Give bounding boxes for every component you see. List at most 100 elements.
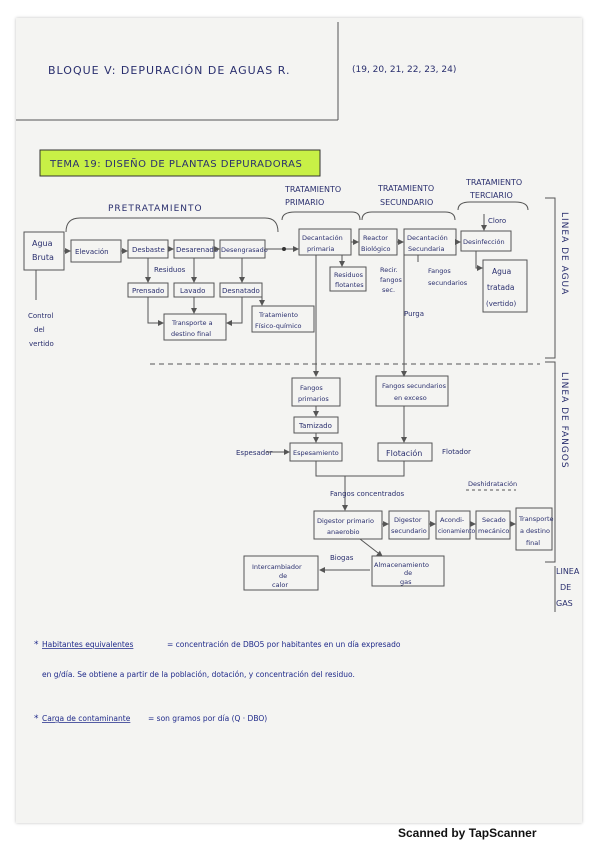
- agua-bruta-label-2: Bruta: [32, 253, 54, 262]
- intercambiador-1: Intercambiador: [252, 563, 302, 571]
- transporte-label-2: destino final: [171, 330, 211, 338]
- tratamiento-fq-box: [251, 305, 315, 333]
- desbaste-label: Desbaste: [132, 246, 165, 254]
- arrow-prensado-transporte: [147, 297, 164, 326]
- block-title: BLOQUE V: DEPURACIÓN DE AGUAS R.: [48, 64, 290, 77]
- stage-primario-2: PRIMARIO: [285, 198, 324, 207]
- purga-label: Purga: [404, 310, 424, 318]
- residuos-flotantes-1: Residuos: [334, 271, 364, 279]
- agua-bruta-label-1: Agua: [32, 239, 53, 248]
- transporte-final-3: final: [526, 539, 540, 547]
- decantacion-secundaria-2: Secundaria: [408, 245, 445, 253]
- prensado-label: Prensado: [132, 287, 164, 295]
- fangos-exceso-1: Fangos secundarios: [382, 382, 447, 390]
- carga-def: = son gramos por día (Q · DBO): [148, 714, 267, 723]
- habitantes-def-2: en g/día. Se obtiene a partir de la pobl…: [42, 670, 355, 679]
- stage-terciario-2: TERCIARIO: [469, 191, 513, 200]
- stage-secundario-1: TRATAMIENTO: [377, 184, 434, 193]
- transporte-final-1: Transporte: [518, 515, 554, 523]
- fangos-exceso-2: en exceso: [394, 394, 427, 402]
- reactor-label-1: Reactor: [363, 234, 388, 242]
- stage-pretratamiento: PRETRATAMIENTO: [108, 204, 203, 214]
- residuos-label: Residuos: [154, 266, 186, 274]
- stage-primario-1: TRATAMIENTO: [284, 185, 341, 194]
- agua-tratada-3: (vertido): [486, 300, 516, 308]
- secundario-brace: [361, 211, 456, 221]
- recirc-label-3: sec.: [382, 286, 395, 294]
- agua-bracket: [545, 197, 556, 359]
- note-asterisk-2: *: [34, 714, 39, 724]
- almacenamiento-2: de: [404, 569, 412, 577]
- desengrasado-label: Desengrasado: [221, 246, 268, 254]
- carga-term: Carga de contaminante: [42, 714, 131, 723]
- junction-dot: [282, 247, 286, 251]
- digestor-primario-2: anaerobio: [327, 528, 360, 536]
- arrow-digestor-almacen: [359, 538, 383, 557]
- reactor-label-2: Biológico: [361, 245, 391, 253]
- intercambiador-3: calor: [272, 581, 288, 589]
- secado-mecanico-1: Secado: [482, 516, 506, 524]
- topic-title: TEMA 19: DISEÑO DE PLANTAS DEPURADORAS: [49, 157, 302, 170]
- digestor-secundario-1: Digestor: [394, 516, 422, 524]
- decantacion-secundaria-1: Decantación: [407, 234, 448, 242]
- espesamiento-label: Espesamiento: [293, 449, 339, 457]
- agua-tratada-2: tratada: [487, 283, 515, 292]
- desinfeccion-label: Desinfección: [463, 238, 505, 246]
- recirc-label-1: Recir.: [380, 266, 398, 274]
- line-gas-label-1: LINEA: [556, 567, 580, 576]
- transporte-final-box: [515, 507, 553, 551]
- primario-brace: [281, 211, 361, 221]
- pretratamiento-brace: [65, 217, 279, 233]
- habitantes-def-1: = concentración de DBO5 por habitantes e…: [167, 640, 401, 649]
- tamizado-label: Tamizado: [298, 422, 332, 430]
- desarenado-label: Desarenado: [176, 246, 218, 254]
- digestor-secundario-box: [388, 510, 430, 540]
- control-vertido-3: vertido: [29, 340, 54, 348]
- residuos-flotantes-box: [329, 266, 367, 292]
- desnatado-label: Desnatado: [222, 287, 260, 295]
- flotacion-label: Flotación: [386, 448, 422, 458]
- line-gas-label-3: GAS: [556, 599, 573, 608]
- arrow-desnatado-transporte: [226, 297, 243, 326]
- decantacion-primaria-1: Decantación: [302, 234, 343, 242]
- flotador-label: Flotador: [442, 448, 471, 456]
- transporte-destino-box: [163, 313, 227, 341]
- espesador-label: Espesador: [236, 449, 272, 457]
- agua-tratada-box: [482, 259, 528, 313]
- desinfeccion-box: [460, 230, 512, 252]
- decantacion-primaria-2: primaria: [307, 245, 334, 253]
- arrow-desinf-agua: [475, 251, 483, 271]
- note-asterisk-1: *: [34, 640, 39, 650]
- scanner-watermark: Scanned by TapScanner: [398, 826, 537, 840]
- transporte-final-2: a destino: [520, 527, 550, 535]
- residuos-flotantes-2: flotantes: [335, 281, 364, 289]
- fangos-secundarios-1: Fangos: [428, 267, 451, 275]
- fangos-primarios-2: primarios: [298, 395, 329, 403]
- almacenamiento-1: Almacenamiento: [374, 561, 429, 569]
- digestor-primario-box: [313, 510, 383, 540]
- acondicionamiento-1: Acondi-: [440, 516, 465, 524]
- agua-bruta-box: [23, 231, 65, 271]
- flotacion-box: [377, 442, 433, 462]
- lavado-label: Lavado: [180, 287, 205, 295]
- fangos-secundarios-2: secundarios: [428, 279, 468, 287]
- secado-mecanico-2: mecánico: [478, 527, 509, 535]
- transporte-label-1: Transporte a: [171, 319, 213, 327]
- digestor-secundario-2: secundario: [391, 527, 427, 535]
- digestor-primario-1: Digestor primario: [317, 517, 374, 525]
- merge-fangos-line: [315, 461, 405, 477]
- agua-tratada-1: Agua: [492, 267, 511, 276]
- line-agua-label: LINEA DE AGUA: [559, 212, 569, 295]
- terciario-brace: [457, 201, 529, 211]
- block-topics: (19, 20, 21, 22, 23, 24): [352, 65, 456, 75]
- stage-secundario-2: SECUNDARIO: [380, 198, 433, 207]
- cloro-label: Cloro: [488, 217, 506, 225]
- acondicionamiento-2: cionamiento: [438, 528, 475, 535]
- topic-highlight: [39, 149, 321, 177]
- stage-terciario-1: TRATAMIENTO: [465, 178, 522, 187]
- control-vertido-1: Control: [28, 312, 53, 320]
- biogas-label: Biogas: [330, 554, 354, 562]
- recirc-label-2: fangos: [380, 276, 402, 284]
- intercambiador-box: [243, 555, 319, 591]
